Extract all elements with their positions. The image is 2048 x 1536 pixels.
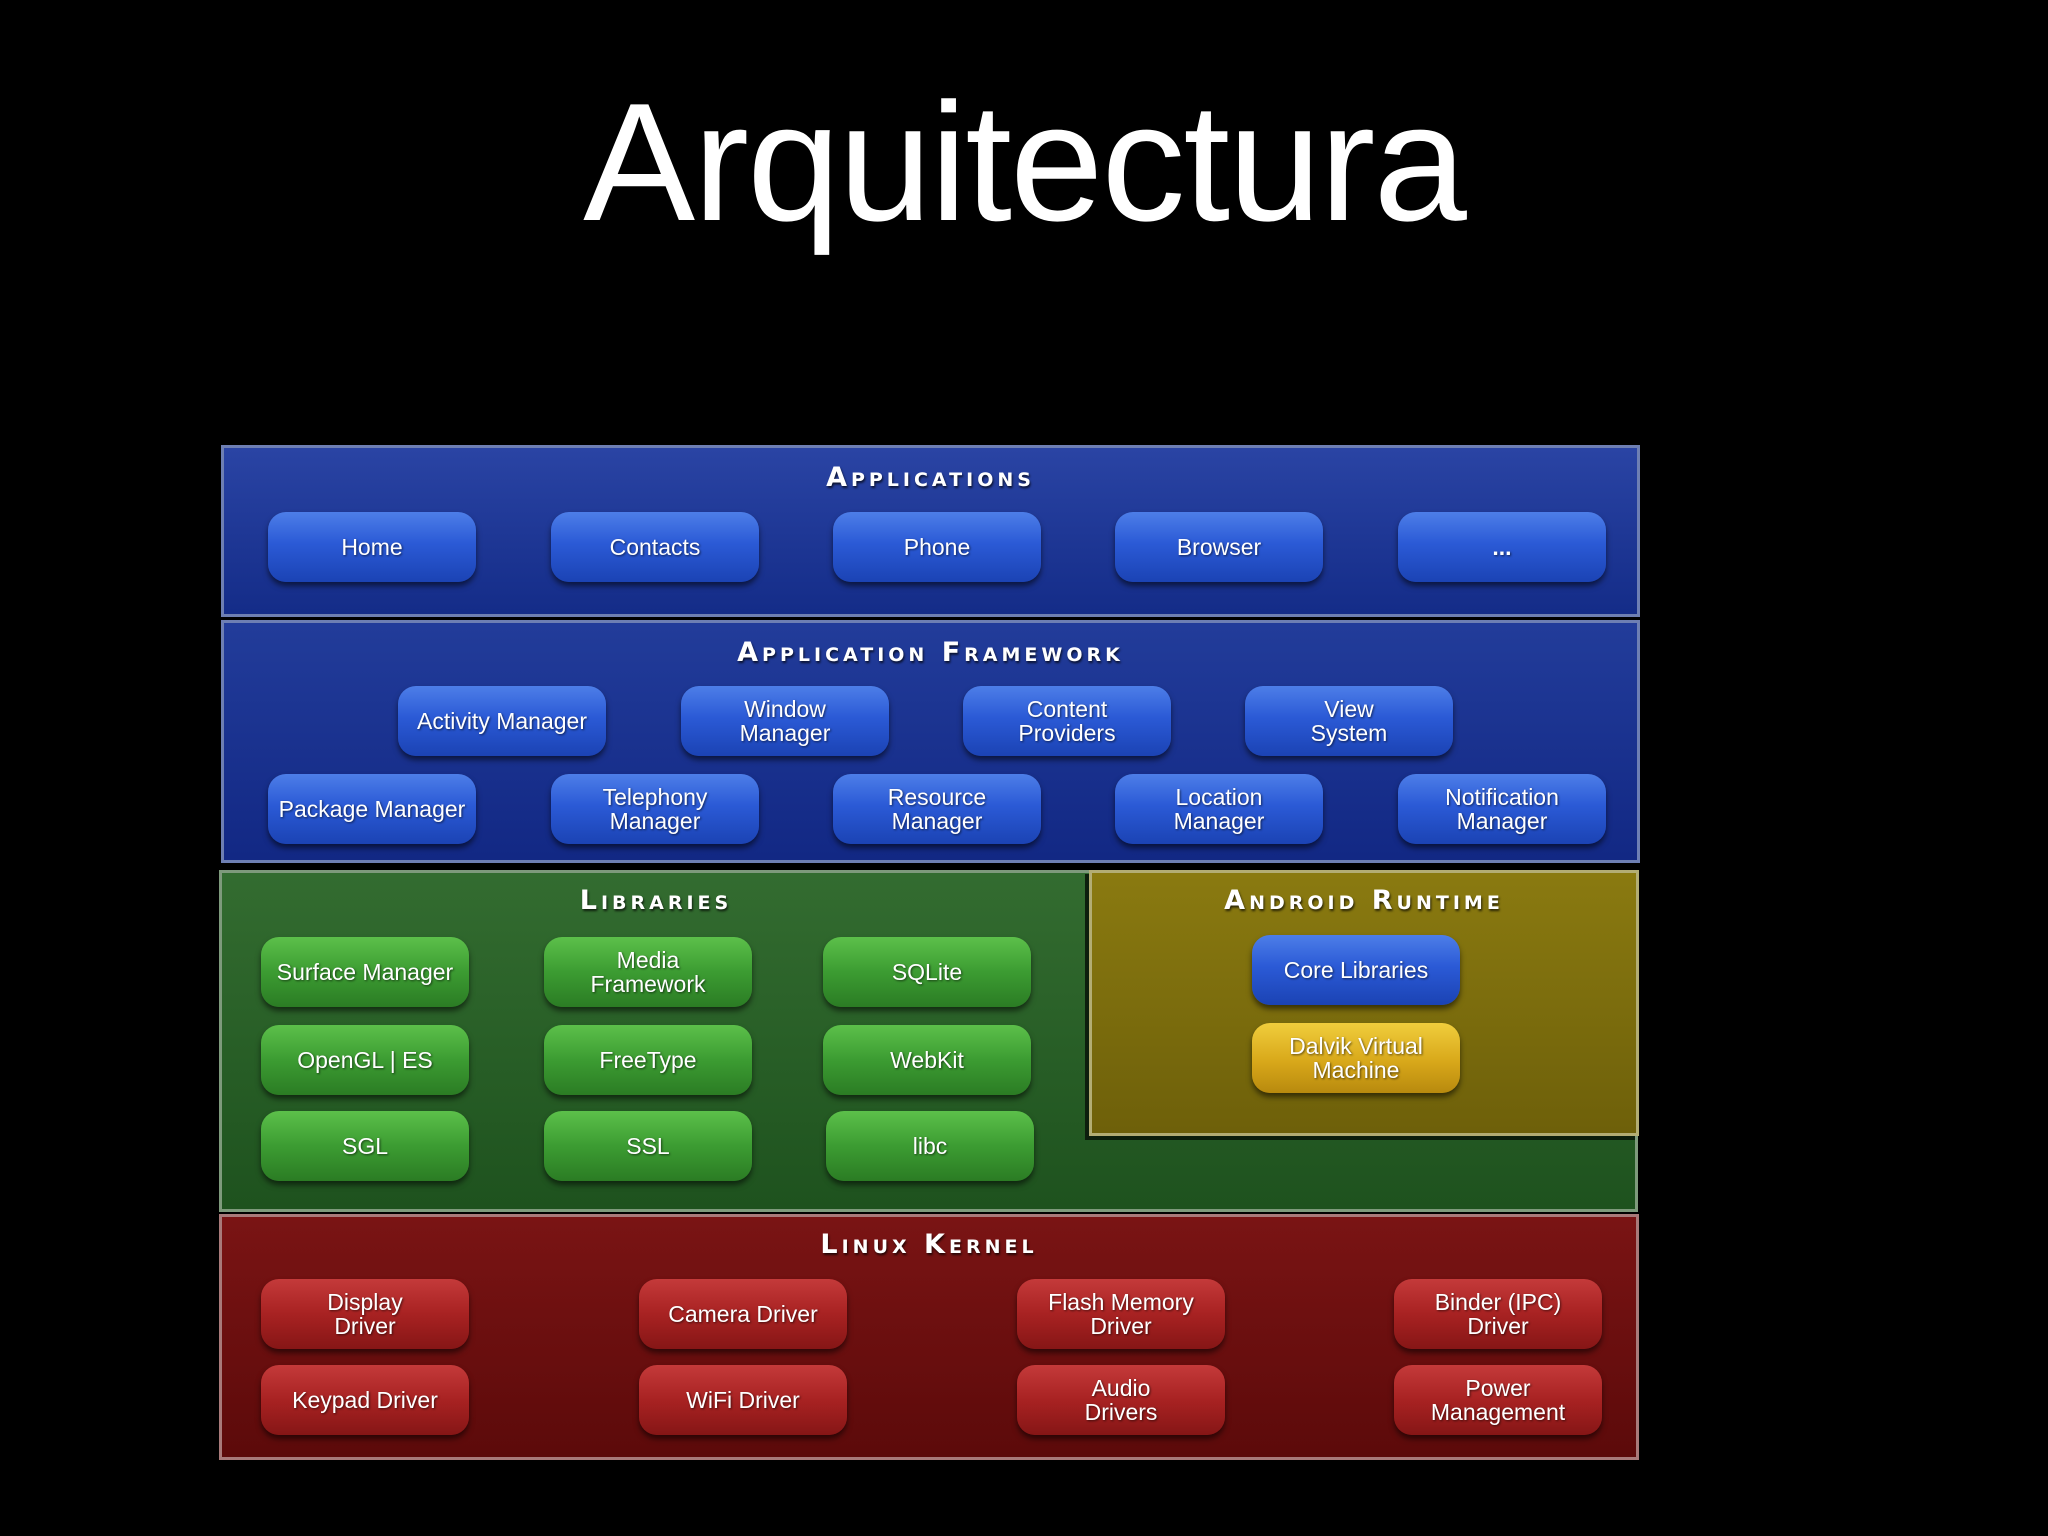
lib-surface-manager: Surface Manager <box>261 937 469 1007</box>
kernel-display-driver: Display Driver <box>261 1279 469 1349</box>
kernel-power-management: Power Management <box>1394 1365 1602 1435</box>
slide-title: Arquitectura <box>583 68 1467 256</box>
lib-freetype: FreeType <box>544 1025 752 1095</box>
app-contacts: Contacts <box>551 512 759 582</box>
lib-ssl: SSL <box>544 1111 752 1181</box>
rt-dalvik-vm: Dalvik Virtual Machine <box>1252 1023 1460 1093</box>
lib-sqlite: SQLite <box>823 937 1031 1007</box>
fw-content-providers: Content Providers <box>963 686 1171 756</box>
kernel-keypad-driver: Keypad Driver <box>261 1365 469 1435</box>
kernel-flash-memory-driver: Flash Memory Driver <box>1017 1279 1225 1349</box>
kernel-binder-driver: Binder (IPC) Driver <box>1394 1279 1602 1349</box>
kernel-audio-drivers: Audio Drivers <box>1017 1365 1225 1435</box>
lib-sgl: SGL <box>261 1111 469 1181</box>
fw-view-system: View System <box>1245 686 1453 756</box>
framework-heading: Application Framework <box>737 637 1124 668</box>
fw-package-manager: Package Manager <box>268 774 476 844</box>
fw-telephony-manager: Telephony Manager <box>551 774 759 844</box>
fw-resource-manager: Resource Manager <box>833 774 1041 844</box>
app-browser: Browser <box>1115 512 1323 582</box>
fw-activity-manager: Activity Manager <box>398 686 606 756</box>
applications-layer: Applications Home Contacts Phone Browser… <box>221 445 1640 617</box>
libraries-heading: Libraries <box>579 885 733 916</box>
lib-libc: libc <box>826 1111 1034 1181</box>
fw-window-manager: Window Manager <box>681 686 889 756</box>
rt-core-libraries: Core Libraries <box>1252 935 1460 1005</box>
lib-webkit: WebKit <box>823 1025 1031 1095</box>
runtime-heading: Android Runtime <box>1224 885 1504 916</box>
app-more: ... <box>1398 512 1606 582</box>
application-framework-layer: Application Framework Activity Manager W… <box>221 620 1640 863</box>
lib-opengl-es: OpenGL | ES <box>261 1025 469 1095</box>
app-phone: Phone <box>833 512 1041 582</box>
kernel-camera-driver: Camera Driver <box>639 1279 847 1349</box>
fw-notification-manager: Notification Manager <box>1398 774 1606 844</box>
app-home: Home <box>268 512 476 582</box>
kernel-wifi-driver: WiFi Driver <box>639 1365 847 1435</box>
linux-kernel-layer: Linux Kernel Display Driver Camera Drive… <box>219 1214 1639 1460</box>
fw-location-manager: Location Manager <box>1115 774 1323 844</box>
kernel-heading: Linux Kernel <box>820 1229 1038 1260</box>
android-runtime-layer: Android Runtime Core Libraries Dalvik Vi… <box>1089 870 1639 1136</box>
applications-heading: Applications <box>826 462 1035 493</box>
lib-media-framework: Media Framework <box>544 937 752 1007</box>
